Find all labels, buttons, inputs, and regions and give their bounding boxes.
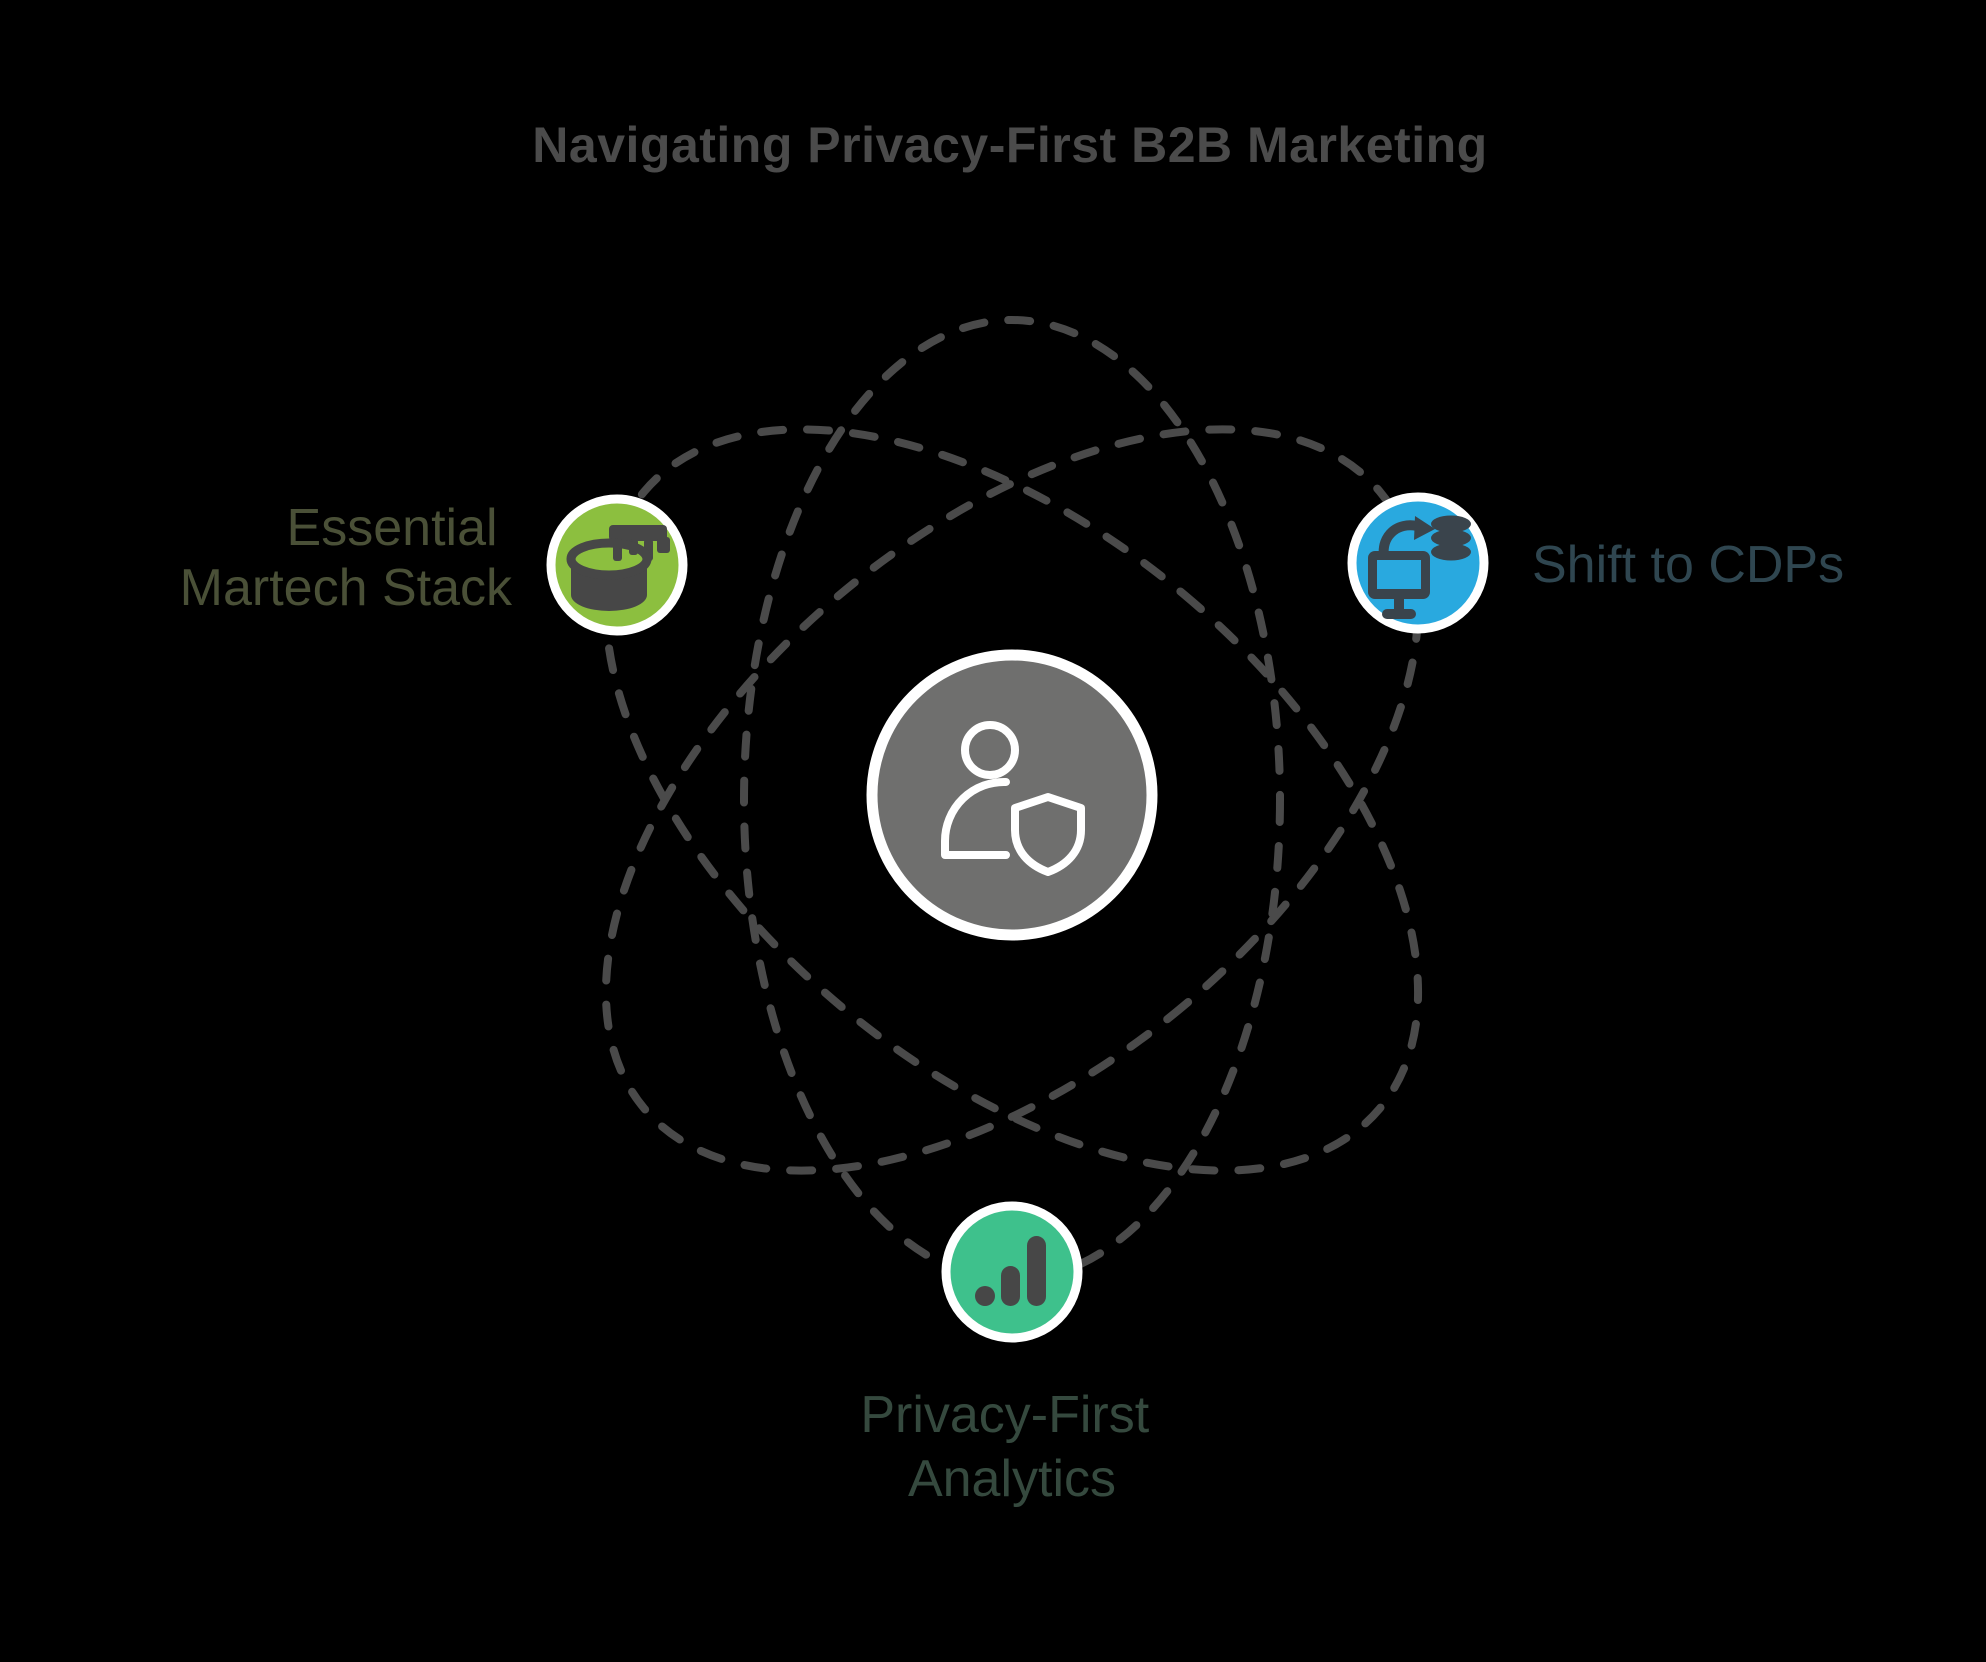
analytics-label: Privacy-First Analytics — [860, 1386, 1163, 1508]
user-head — [961, 721, 1019, 779]
module-bar — [609, 525, 667, 541]
db-disc-1 — [1431, 515, 1471, 533]
bar-medium — [1001, 1266, 1020, 1306]
monitor-stem — [1394, 599, 1404, 610]
cdp-label: Shift to CDPs — [1532, 536, 1844, 594]
cylinder-top — [566, 538, 652, 580]
bar-tall — [1027, 1236, 1046, 1306]
martech-label-line2: Martech Stack — [180, 559, 513, 617]
center-node-circle — [866, 649, 1158, 941]
user-shoulders — [941, 777, 1010, 859]
page-title: Navigating Privacy-First B2B Marketing — [532, 117, 1487, 173]
cylinder-body — [571, 559, 647, 611]
bar-dot — [975, 1286, 995, 1306]
db-disc-3 — [1431, 543, 1471, 561]
analytics-label-line2: Analytics — [908, 1450, 1116, 1508]
martech-label-line1: Essential — [287, 499, 498, 557]
shield-outline — [1011, 793, 1085, 876]
martech-label: Essential Martech Stack — [180, 499, 513, 617]
orbit-ellipse-left-tilt — [601, 425, 1423, 1175]
martech-database-icon — [566, 525, 670, 611]
orbit-ellipse-right-tilt — [601, 425, 1423, 1175]
db-disc-2 — [1431, 529, 1471, 547]
sync-arrow-head — [1414, 516, 1435, 540]
cdp-node — [1347, 492, 1489, 634]
module-block — [657, 537, 670, 553]
analytics-bars-icon — [975, 1236, 1046, 1306]
data-migration-icon — [1368, 515, 1471, 619]
analytics-label-line1: Privacy-First — [860, 1386, 1149, 1444]
martech-node — [546, 494, 688, 636]
analytics-node — [941, 1201, 1083, 1343]
center-node — [866, 649, 1158, 941]
monitor-base — [1382, 609, 1416, 619]
user-shield-icon — [941, 721, 1085, 876]
monitor-screen — [1377, 560, 1421, 589]
